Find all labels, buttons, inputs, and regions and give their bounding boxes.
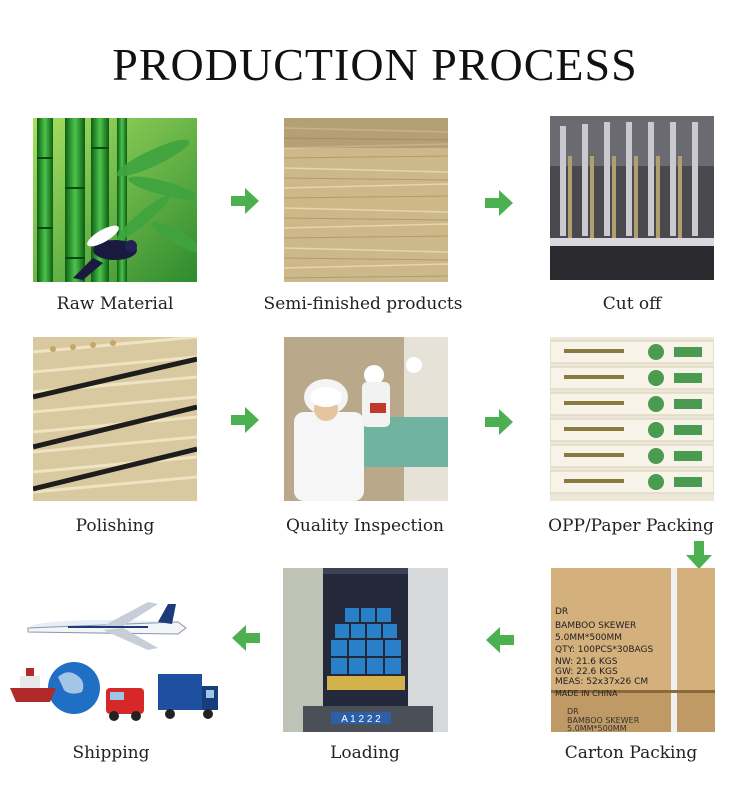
arrow-right-icon xyxy=(485,409,513,435)
carton-line-6: GW: 22.6 KGS xyxy=(555,667,618,677)
opp-paper-packing-image xyxy=(550,337,714,501)
arrow-left-icon xyxy=(232,625,260,651)
carton-line-1: DR xyxy=(555,607,568,617)
carton-line-7: MEAS: 52x37x26 CM xyxy=(555,677,648,687)
arrow-down-icon xyxy=(686,541,712,569)
quality-inspection-image xyxy=(284,337,448,501)
cut-off-image xyxy=(550,116,714,280)
step-label-loading: Loading xyxy=(330,743,400,763)
step-label-raw-material: Raw Material xyxy=(56,294,174,314)
carton-packing-image: DR BAMBOO SKEWER 5.0MM*500MM QTY: 100PCS… xyxy=(551,568,715,732)
arrow-left-icon xyxy=(486,627,514,653)
carton-line-4: QTY: 100PCS*30BAGS xyxy=(555,645,653,655)
carton-line-8: MADE IN CHINA xyxy=(555,689,618,698)
loading-image: A 1 2 2 2 xyxy=(283,568,448,732)
arrow-right-icon xyxy=(485,190,513,216)
arrow-right-icon xyxy=(231,188,259,214)
truck-plate: A 1 2 2 2 xyxy=(341,714,381,725)
carton-lower-line-1: DR xyxy=(567,707,579,716)
step-label-polishing: Polishing xyxy=(75,516,155,536)
polishing-image xyxy=(33,337,197,501)
carton-line-3: 5.0MM*500MM xyxy=(555,633,622,643)
step-label-opp-paper-packing: OPP/Paper Packing xyxy=(548,516,714,536)
carton-line-5: NW: 21.6 KGS xyxy=(555,657,618,667)
step-label-cut-off: Cut off xyxy=(602,294,662,314)
carton-lower-line-3: 5.0MM*500MM xyxy=(567,724,627,732)
page-title: PRODUCTION PROCESS xyxy=(112,39,638,90)
step-label-shipping: Shipping xyxy=(72,743,150,763)
arrow-right-icon xyxy=(231,407,259,433)
step-label-carton-packing: Carton Packing xyxy=(564,743,698,763)
carton-line-2: BAMBOO SKEWER xyxy=(555,621,636,631)
carton-lower-line-2: BAMBOO SKEWER xyxy=(567,716,640,725)
step-label-semi-finished: Semi-finished products xyxy=(263,294,463,314)
raw-material-image xyxy=(33,118,197,282)
semi-finished-products-image xyxy=(284,118,448,282)
step-label-quality-inspection: Quality Inspection xyxy=(285,516,445,536)
shipping-image xyxy=(8,592,220,732)
